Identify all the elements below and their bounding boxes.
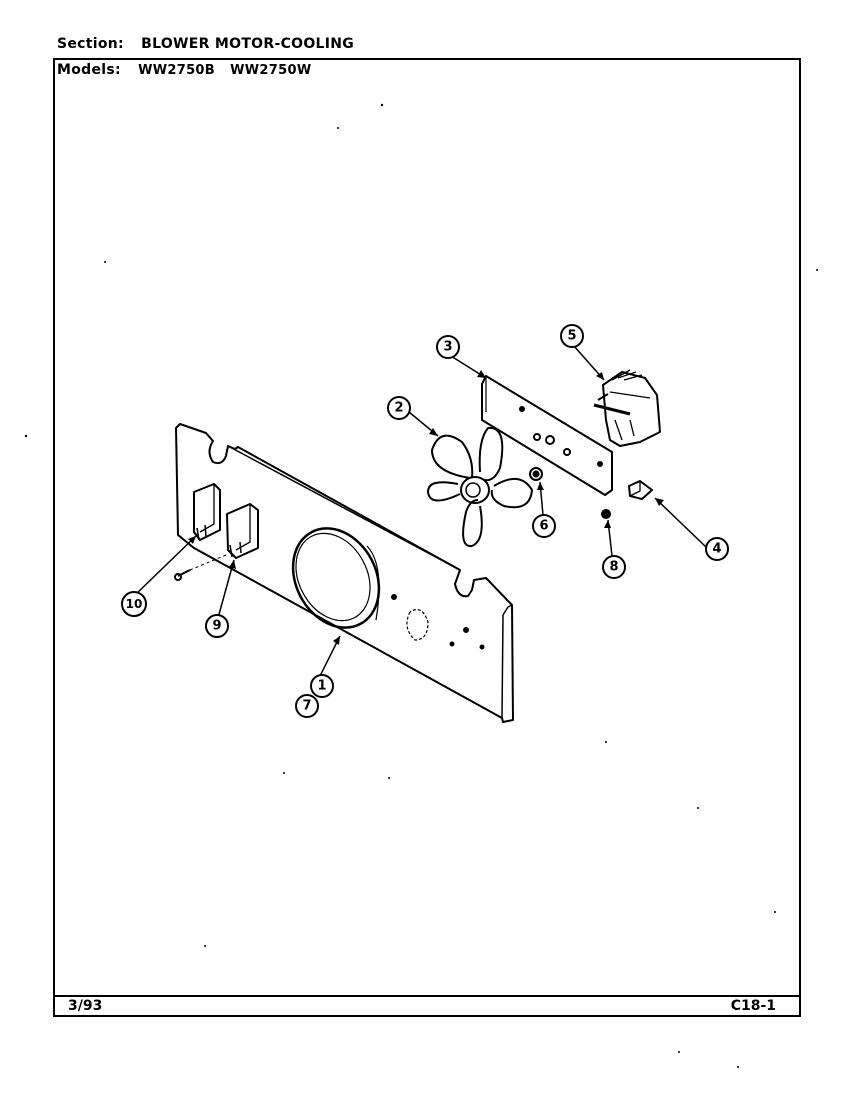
panel-drawing [175,423,514,723]
callout-8: 8 [609,560,618,575]
scan-speckles [24,103,818,1068]
callout-5: 5 [567,329,576,344]
callout-9-circle [205,614,229,638]
switch-screw-drawing [174,554,227,581]
callout-4: 4 [712,542,721,557]
section-value: BLOWER MOTOR-COOLING [141,36,355,52]
models-label: Models: [57,62,121,78]
callout-3: 3 [443,340,452,355]
callout-7-circle [295,694,319,718]
footer-page-number: C18-1 [730,998,776,1014]
section-title: Section: BLOWER MOTOR-COOLING [57,36,354,52]
blower-motor-drawing [593,369,661,447]
callout-10: 10 [126,597,143,611]
leader-arrowheads [188,370,664,645]
screw-drawing [601,509,611,519]
section-label: Section: [57,36,124,52]
models-line: Models: WW2750B WW2750W [57,62,321,78]
callout-10-circle [121,591,147,617]
callout-1-circle [310,674,334,698]
callout-9: 9 [212,619,221,634]
model-number: WW2750W [230,63,312,78]
switch-left-drawing [193,483,221,541]
diagram-frame [53,58,801,1017]
callout-4-circle [705,537,729,561]
callout-8-circle [602,555,626,579]
callout-5-circle [560,324,584,348]
callout-6-circle [532,514,556,538]
callout-3-circle [436,335,460,359]
motor-bracket-drawing [481,375,613,496]
callout-7: 7 [302,699,311,714]
clip-drawing [628,480,653,500]
fan-blade-drawing [427,426,533,548]
callout-2-circle [387,396,411,420]
footer-rule [53,995,801,997]
model-number: WW2750B [138,63,215,78]
callout-2: 2 [394,401,403,416]
callout-1: 1 [317,679,326,694]
nut-drawing [529,467,543,481]
switch-right-drawing [226,503,259,559]
footer-date: 3/93 [68,998,103,1014]
callout-6: 6 [539,519,548,534]
